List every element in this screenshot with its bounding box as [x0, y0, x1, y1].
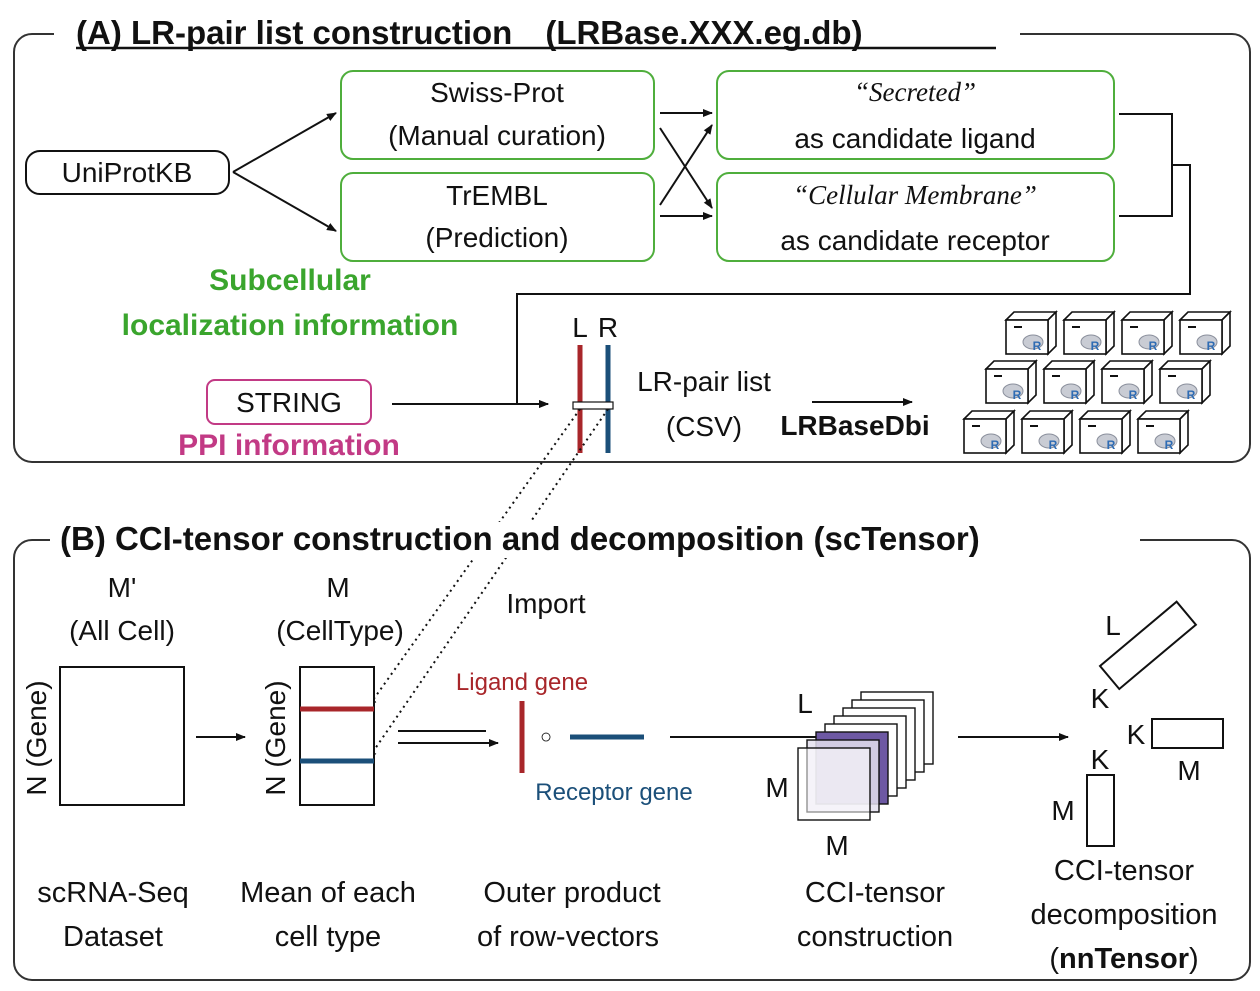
tensor-m-left-label: M	[765, 772, 788, 803]
caption-decomp-2: decomposition	[1031, 899, 1218, 931]
caption-scrna-2: Dataset	[63, 921, 163, 953]
decomp-m-factor-vertical	[1086, 774, 1115, 847]
r-package-icon: R	[1120, 310, 1174, 356]
decomp-k2-label: K	[1127, 719, 1146, 750]
r-package-icon: R	[1136, 409, 1190, 455]
caption-decomp-3: (nnTensor)	[1049, 943, 1198, 975]
membrane-box	[716, 172, 1115, 262]
caption-mean-1: Mean of each	[240, 877, 416, 909]
decomp-k1-label: K	[1091, 683, 1110, 714]
lr-l-label: L	[572, 312, 588, 343]
caption-mean-2: cell type	[275, 921, 381, 953]
svg-text:R: R	[1013, 388, 1022, 402]
panel-a-title-bg	[54, 16, 1020, 52]
subcellular-line1: Subcellular	[209, 264, 371, 297]
svg-text:R: R	[1049, 438, 1058, 452]
r-package-icon: R	[962, 409, 1016, 455]
svg-text:R: R	[1071, 388, 1080, 402]
secreted-line2: as candidate ligand	[794, 123, 1035, 154]
arrow-trembl-secreted	[659, 124, 713, 206]
r-package-icon: R	[1004, 310, 1058, 356]
r-package-icon: R	[1020, 409, 1074, 455]
secreted-line1: “Secreted”	[854, 77, 976, 107]
arrow-swiss-membrane	[659, 127, 713, 209]
membrane-line2: as candidate receptor	[780, 225, 1049, 256]
r-package-icon: R	[1178, 310, 1232, 356]
uniprot-box	[25, 150, 230, 195]
svg-text:R: R	[1187, 388, 1196, 402]
r-package-icon: R	[1078, 409, 1132, 455]
cci-tensor-stack	[797, 691, 934, 821]
caption-decomp-1: CCI-tensor	[1054, 855, 1195, 887]
swissprot-line1: Swiss-Prot	[430, 77, 564, 108]
r-package-icon: R	[1062, 310, 1116, 356]
import-dotted-line-1	[367, 408, 581, 708]
lr-r-label: R	[598, 312, 618, 343]
svg-text:R: R	[1033, 339, 1042, 353]
swissprot-line2: (Manual curation)	[388, 120, 606, 151]
caption-cci-1: CCI-tensor	[805, 877, 946, 909]
ligand-gene-label: Ligand gene	[456, 669, 588, 696]
decomp-m2-label: M	[1051, 795, 1074, 826]
lrpair-line1: LR-pair list	[637, 366, 771, 397]
svg-text:R: R	[1129, 388, 1138, 402]
ppi-label: PPI information	[178, 429, 400, 462]
decomp-m1-label: M	[1177, 755, 1200, 786]
swissprot-box	[340, 70, 655, 160]
tensor-m-bottom-label: M	[825, 830, 848, 861]
decomp-l-factor	[1098, 600, 1198, 691]
trembl-box	[340, 172, 655, 262]
decomp-k3-label: K	[1091, 744, 1110, 775]
celltype-label: (CellType)	[276, 615, 404, 646]
arrow-uniprot-swiss	[232, 112, 337, 173]
r-package-icon: R	[1158, 359, 1212, 405]
svg-text:R: R	[1107, 438, 1116, 452]
tensor-l-label: L	[797, 688, 813, 719]
caption-outer-2: of row-vectors	[477, 921, 659, 953]
panel-b-title: (B) CCI-tensor construction and decompos…	[60, 520, 980, 557]
ngene-label-2: N (Gene)	[260, 680, 291, 795]
uniprot-label: UniProtKB	[62, 157, 193, 188]
svg-text:R: R	[1207, 339, 1216, 353]
caption-scrna-1: scRNA-Seq	[37, 877, 189, 909]
lrbasedbi-label: LRBaseDbi	[780, 410, 929, 441]
import-label: Import	[506, 588, 586, 619]
caption-outer-1: Outer product	[483, 877, 660, 909]
lrpair-line2: (CSV)	[666, 411, 742, 442]
r-package-icon: R	[984, 359, 1038, 405]
svg-text:R: R	[1165, 438, 1174, 452]
r-package-icon: R	[1042, 359, 1096, 405]
bracket-connector	[1119, 113, 1173, 217]
ngene-label-1: N (Gene)	[21, 680, 52, 795]
celltype-matrix	[299, 666, 375, 806]
r-package-icon: R	[1100, 359, 1154, 405]
string-box	[206, 379, 372, 425]
receptor-gene-label: Receptor gene	[535, 779, 692, 806]
subcellular-line2: localization information	[122, 309, 459, 342]
svg-text:R: R	[991, 438, 1000, 452]
allcell-label: (All Cell)	[69, 615, 175, 646]
lr-selected-row	[572, 401, 614, 410]
tensor-slice	[797, 747, 871, 821]
scrna-matrix	[59, 666, 185, 806]
decomp-m-factor-horizontal	[1151, 718, 1224, 749]
panel-a-title: (A) LR-pair list construction (LRBase.XX…	[76, 14, 863, 51]
mprime-label: M'	[108, 572, 137, 603]
arrow-uniprot-trembl	[232, 171, 337, 232]
decomp-l-label: L	[1105, 610, 1121, 641]
r-packages-group: R R R R R R R R R R R R	[962, 310, 1232, 455]
string-label: STRING	[236, 387, 342, 418]
trembl-line1: TrEMBL	[446, 180, 548, 211]
membrane-line1: “Cellular Membrane”	[793, 180, 1037, 210]
svg-text:R: R	[1091, 339, 1100, 353]
caption-cci-2: construction	[797, 921, 953, 953]
panel-b-title-bg	[50, 522, 1140, 558]
outer-op-symbol: ○	[540, 726, 552, 748]
svg-text:R: R	[1149, 339, 1158, 353]
secreted-box	[716, 70, 1115, 160]
trembl-line2: (Prediction)	[425, 222, 568, 253]
m-label: M	[326, 572, 349, 603]
